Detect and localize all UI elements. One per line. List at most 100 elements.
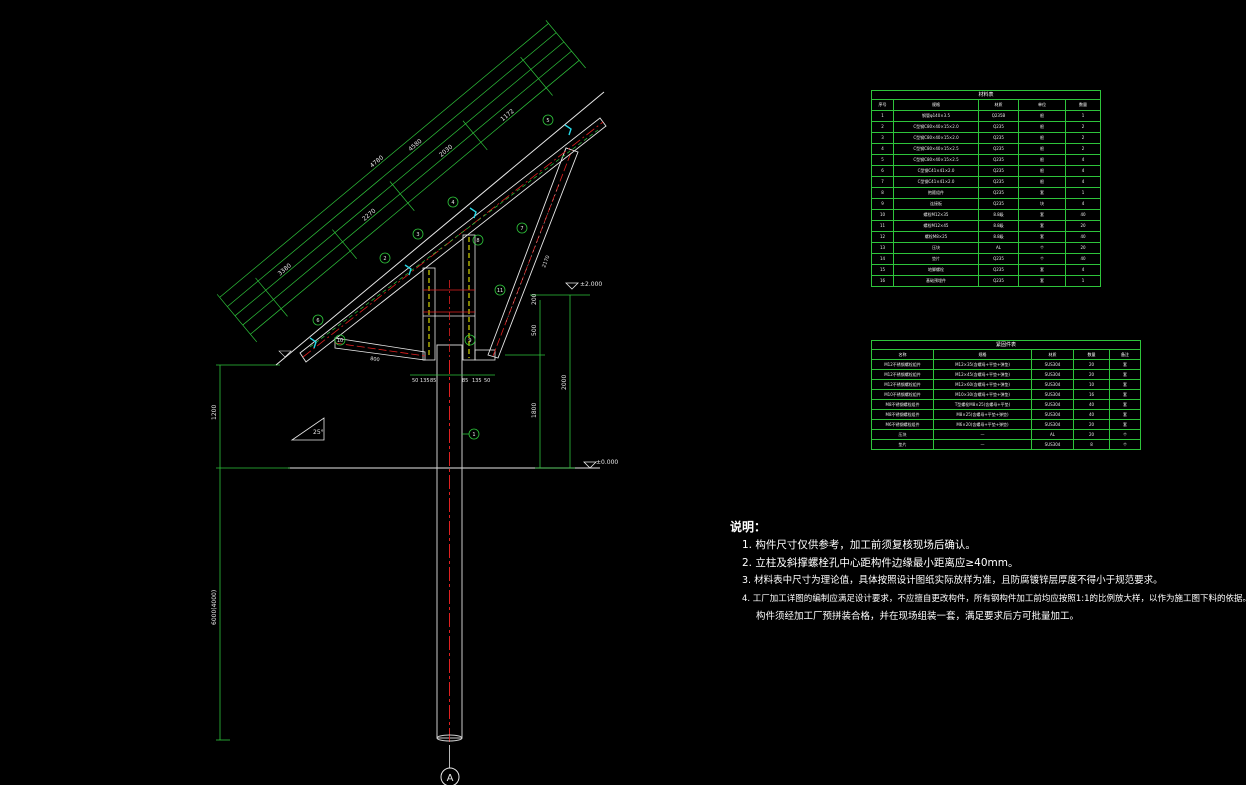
table-cell: 4 — [1065, 165, 1101, 177]
table-cell: 个 — [1018, 253, 1066, 265]
callout-labels: 1 2 3 4 5 6 7 8 9 10 11 — [316, 118, 549, 438]
note-1: 1. 构件尺寸仅供参考，加工前须复核现场后确认。 — [742, 539, 976, 551]
note-3: 3. 材料表中尺寸为理论值，具体按照设计图纸实际放样为准，且防腐镀锌层厚度不得小… — [742, 575, 1163, 586]
table-cell: 8.8级 — [978, 231, 1019, 243]
fastener-table-title: 紧固件表 — [871, 340, 1141, 349]
table1-header-1: 规格 — [893, 99, 979, 111]
panel-dim-group: 4780 4580 3380 2270 2030 1172 — [216, 20, 586, 343]
material-table-title: 材料表 — [871, 90, 1101, 99]
table-cell: 2 — [1065, 121, 1101, 133]
table-cell: 2 — [871, 121, 894, 133]
table-cell: 8 — [871, 187, 894, 199]
main-post — [436, 344, 463, 739]
diagonal-brace-hatch — [505, 181, 561, 323]
table-cell: 20 — [1065, 242, 1101, 254]
table-cell: Q235 — [978, 165, 1019, 177]
table-cell: 7 — [871, 176, 894, 188]
table-cell: C型钢C80×40×15×2.0 — [893, 121, 979, 133]
table-cell: 地脚螺栓 — [893, 264, 979, 276]
table-cell: 14 — [871, 253, 894, 265]
callout-2: 2 — [383, 256, 386, 262]
table-cell: 20 — [1073, 429, 1110, 440]
table-cell: 套 — [1109, 359, 1141, 370]
table-cell: 根 — [1018, 176, 1066, 188]
table-cell: 抱箍组件 — [893, 187, 979, 199]
table-cell: M12×35(含螺母+平垫+弹垫) — [933, 359, 1032, 370]
table-cell: 20 — [1073, 419, 1110, 430]
table-cell: SUS304 — [1031, 439, 1074, 450]
callout-6: 6 — [316, 318, 319, 324]
table-cell: Q235 — [978, 187, 1019, 199]
dim-right-500: 500 — [531, 324, 538, 336]
table-cell: 6 — [871, 165, 894, 177]
table-cell: C型钢C80×40×15×2.5 — [893, 143, 979, 155]
table-cell: Q235 — [978, 198, 1019, 210]
grid-axis-label: A — [447, 773, 454, 784]
note-4-continuation: 构件须经加工厂预拼装合格，并在现场组装一套，满足要求后方可批量加工。 — [756, 611, 1080, 622]
table-cell: 根 — [1018, 143, 1066, 155]
table-cell: 20 — [1073, 369, 1110, 380]
table-cell: 根 — [1018, 110, 1066, 122]
table-cell: Q235 — [978, 275, 1019, 287]
table-cell: 螺栓M12×35 — [893, 209, 979, 221]
table-cell: — — [933, 429, 1032, 440]
table-cell: 2 — [1065, 143, 1101, 155]
table-cell: C型钢C80×40×15×2.0 — [893, 132, 979, 144]
bottom-beam-right — [474, 349, 496, 361]
elevation-marker-ground — [583, 461, 597, 469]
table-cell: Q235 — [978, 253, 1019, 265]
table-cell: 基础预埋件 — [893, 275, 979, 287]
dim-right-2000: 2000 — [561, 375, 568, 390]
table-cell: Q235 — [978, 176, 1019, 188]
callout-3: 3 — [416, 232, 419, 238]
dim-right-1800: 1800 — [531, 403, 538, 418]
table-cell: 个 — [1018, 242, 1066, 254]
table-cell: 4 — [1065, 198, 1101, 210]
table-cell: SUS304 — [1031, 369, 1074, 380]
callout-group — [312, 114, 554, 440]
inclined-rail-hidden — [309, 129, 599, 348]
table-cell: T型螺栓M8×25(含螺母+平垫) — [933, 399, 1032, 410]
table1-header-3: 单位 — [1018, 99, 1066, 111]
table-cell: 40 — [1065, 253, 1101, 265]
dim-base-2: 135 — [420, 378, 430, 384]
table2-header-3: 数量 — [1073, 349, 1110, 360]
dim-right-200: 200 — [531, 293, 538, 305]
table-cell: 个 — [1109, 439, 1141, 450]
table1-header-0: 序号 — [871, 99, 894, 111]
table-cell: 根 — [1018, 132, 1066, 144]
table-cell: SUS304 — [1031, 419, 1074, 430]
table-cell: 块 — [1018, 198, 1066, 210]
table-cell: M12不锈钢螺栓组件 — [871, 359, 934, 370]
table-cell: 15 — [871, 264, 894, 276]
table-cell: 螺栓M12×45 — [893, 220, 979, 232]
table-cell: 套 — [1018, 264, 1066, 276]
dim-left-upper: 1200 — [211, 405, 218, 420]
table-cell: 根 — [1018, 154, 1066, 166]
table-cell: M12×45(含螺母+平垫+弹垫) — [933, 369, 1032, 380]
table-cell: 套 — [1018, 209, 1066, 221]
table-cell: M12不锈钢螺栓组件 — [871, 369, 934, 380]
table-cell: C型钢C41×41×2.0 — [893, 176, 979, 188]
table-cell: 5 — [871, 154, 894, 166]
table-cell: Q235B — [978, 110, 1019, 122]
table-cell: 2 — [1065, 132, 1101, 144]
table-cell: 40 — [1073, 399, 1110, 410]
elevation-marker-left — [278, 350, 292, 358]
table-cell: C型钢C41×41×2.0 — [893, 165, 979, 177]
table-cell: 8 — [1073, 439, 1110, 450]
table-cell: Q235 — [978, 121, 1019, 133]
